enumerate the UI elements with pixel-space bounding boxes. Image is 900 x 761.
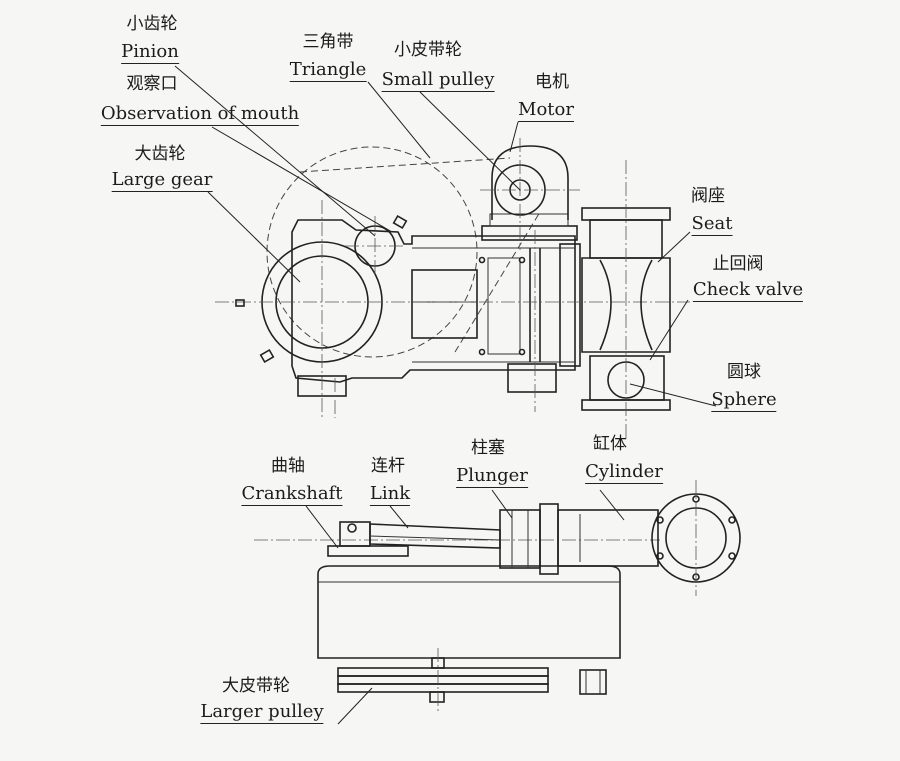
bottom-view	[254, 480, 741, 712]
belt-line-lower	[454, 211, 541, 353]
label-large-gear-en: Large gear	[111, 169, 213, 192]
housing-foot	[297, 375, 347, 397]
larger-pulley-groove-1	[337, 667, 549, 677]
frame-panel	[487, 257, 521, 355]
leader-link	[389, 505, 409, 529]
label-sphere-cn: 圆球	[727, 362, 761, 382]
label-cylinder-en: Cylinder	[585, 461, 663, 484]
label-observation-cn: 观察口	[126, 74, 178, 94]
leader-triangle	[367, 81, 431, 159]
crankshaft-plate	[327, 545, 409, 557]
leader-pinion	[174, 65, 376, 237]
bolt-tab	[235, 299, 245, 307]
leader-small-pulley	[419, 91, 521, 191]
housing-foot	[507, 363, 557, 393]
label-observation-en: Observation of mouth	[100, 103, 300, 126]
plunger-flange	[539, 503, 559, 575]
leader-larger-pulley	[337, 687, 373, 725]
motor-body	[491, 145, 569, 220]
cylinder-body	[557, 509, 659, 567]
label-pinion-cn: 小齿轮	[126, 14, 178, 34]
motor-base	[481, 225, 578, 241]
large-gear-dashed-circle	[266, 146, 478, 358]
label-seat-cn: 阀座	[691, 186, 725, 206]
label-crankshaft-cn: 曲轴	[271, 456, 305, 476]
bolt	[518, 348, 526, 356]
leader-sphere	[629, 383, 717, 407]
label-plunger-en: Plunger	[456, 465, 528, 488]
plunger-body	[499, 509, 541, 569]
bolt	[478, 256, 486, 264]
check-valve-body	[581, 257, 671, 353]
leader-seat	[657, 231, 691, 263]
bolt	[478, 348, 486, 356]
label-motor-en: Motor	[518, 99, 574, 122]
flange-bolt	[728, 516, 736, 524]
leader-check-valve	[649, 299, 689, 361]
leader-cylinder	[599, 489, 625, 521]
label-seat-en: Seat	[691, 213, 733, 236]
gear-housing	[291, 219, 576, 383]
flange-bolt	[728, 552, 736, 560]
label-check-valve-cn: 止回阀	[712, 254, 764, 274]
flange-bolt	[656, 552, 664, 560]
flange-bolt	[656, 516, 664, 524]
leader-crankshaft	[305, 505, 339, 549]
label-triangle-cn: 三角带	[302, 32, 354, 52]
label-crankshaft-en: Crankshaft	[241, 483, 343, 506]
leader-motor	[509, 121, 519, 153]
leader-plunger	[491, 489, 513, 519]
top-view	[215, 138, 690, 440]
label-sphere-en: Sphere	[711, 389, 777, 412]
bolt-tab	[392, 214, 408, 230]
link-centerline	[369, 535, 501, 541]
label-link-en: Link	[369, 483, 411, 506]
belt-line-upper	[299, 157, 511, 173]
pulley-hub	[429, 691, 445, 703]
label-motor-cn: 电机	[535, 72, 569, 92]
label-link-cn: 连杆	[371, 456, 405, 476]
label-small-pulley-en: Small pulley	[381, 69, 495, 92]
label-triangle-en: Triangle	[289, 59, 367, 82]
label-check-valve-en: Check valve	[692, 279, 804, 302]
larger-pulley-groove-2	[337, 675, 549, 685]
frame-end-block	[559, 243, 581, 367]
connecting-link	[369, 523, 501, 549]
leader-observation	[211, 126, 393, 233]
label-larger-pulley-en: Larger pulley	[200, 701, 324, 724]
label-small-pulley-cn: 小皮带轮	[394, 40, 462, 60]
crank-pin	[347, 523, 357, 533]
leader-large-gear	[207, 191, 301, 283]
label-plunger-cn: 柱塞	[471, 438, 505, 458]
bolt-tab	[259, 348, 275, 364]
bolt	[518, 256, 526, 264]
observation-window	[411, 269, 478, 339]
label-pinion-en: Pinion	[121, 41, 179, 64]
motor-foot	[489, 213, 569, 227]
label-large-gear-cn: 大齿轮	[134, 144, 186, 164]
crank-case	[317, 565, 621, 659]
leader-lines	[174, 65, 717, 725]
label-larger-pulley-cn: 大皮带轮	[222, 676, 290, 696]
valve-throat	[599, 259, 653, 351]
motor-pulley-bottom	[579, 669, 607, 695]
label-cylinder-cn: 缸体	[593, 434, 627, 454]
